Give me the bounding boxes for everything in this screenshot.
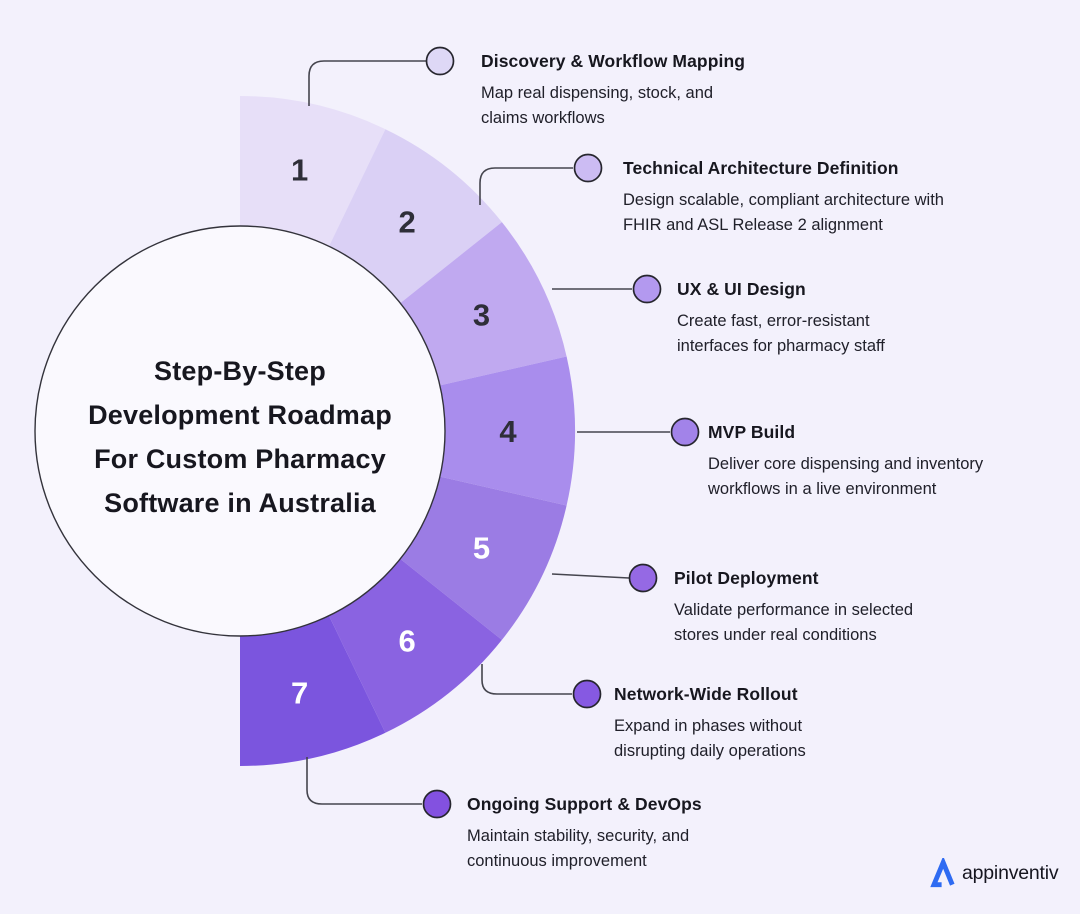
callout-step-7: Ongoing Support & DevOps Maintain stabil… xyxy=(467,793,702,874)
callout-connector-1 xyxy=(308,60,426,106)
step-title: Ongoing Support & DevOps xyxy=(467,794,702,814)
step-description: Validate performance in selected stores … xyxy=(674,601,914,644)
callout-dot-1 xyxy=(425,46,455,76)
brand-logo: appinventiv xyxy=(930,858,1059,888)
step-title: Technical Architecture Definition xyxy=(623,158,899,178)
step-title: MVP Build xyxy=(708,422,796,442)
step-description: Design scalable, compliant architecture … xyxy=(623,191,944,234)
callout-connector-6 xyxy=(481,664,572,695)
callout-step-4: MVP Build Deliver core dispensing and in… xyxy=(708,421,983,502)
step-title: UX & UI Design xyxy=(677,279,806,299)
callout-connector-2 xyxy=(479,167,573,205)
callout-dots xyxy=(422,46,700,819)
step-title: Network-Wide Rollout xyxy=(614,684,798,704)
appinventiv-a-mark xyxy=(930,858,955,888)
step-description: Maintain stability, security, and contin… xyxy=(467,827,690,870)
callout-step-6: Network-Wide Rollout Expand in phases wi… xyxy=(614,683,806,764)
callout-step-5: Pilot Deployment Validate performance in… xyxy=(674,567,913,648)
segment-number-2: 2 xyxy=(398,205,415,240)
brand-logo-text: appinventiv xyxy=(962,861,1059,884)
segment-number-3: 3 xyxy=(473,298,490,333)
callout-step-2: Technical Architecture Definition Design… xyxy=(623,157,944,238)
step-description: Map real dispensing, stock, and claims w… xyxy=(481,84,714,127)
step-description: Expand in phases without disrupting dail… xyxy=(614,717,806,760)
callout-dot-6 xyxy=(572,679,602,709)
step-description: Deliver core dispensing and inventory wo… xyxy=(708,455,984,498)
callout-dot-2 xyxy=(573,153,603,183)
callout-dot-3 xyxy=(632,274,662,304)
step-description: Create fast, error-resistant interfaces … xyxy=(677,312,885,355)
segment-number-5: 5 xyxy=(473,530,490,565)
callout-dot-4 xyxy=(670,417,700,447)
center-circle xyxy=(34,225,446,637)
step-title: Discovery & Workflow Mapping xyxy=(481,51,746,71)
callout-step-3: UX & UI Design Create fast, error-resist… xyxy=(677,278,885,359)
callout-connector-7 xyxy=(306,757,422,805)
segment-number-1: 1 xyxy=(291,153,308,188)
segment-number-7: 7 xyxy=(291,675,308,710)
appinventiv-logo-icon xyxy=(930,858,955,888)
segment-number-4: 4 xyxy=(499,414,517,449)
callout-connector-5 xyxy=(551,573,630,579)
center-title: Step-By-Step Development Roadmap For Cus… xyxy=(88,356,392,518)
callout-step-1: Discovery & Workflow Mapping Map real di… xyxy=(481,50,745,131)
step-title: Pilot Deployment xyxy=(674,568,819,588)
callout-connectors xyxy=(306,60,670,805)
callout-dot-7 xyxy=(422,789,452,819)
segment-number-6: 6 xyxy=(398,624,415,659)
callout-dot-5 xyxy=(628,563,658,593)
